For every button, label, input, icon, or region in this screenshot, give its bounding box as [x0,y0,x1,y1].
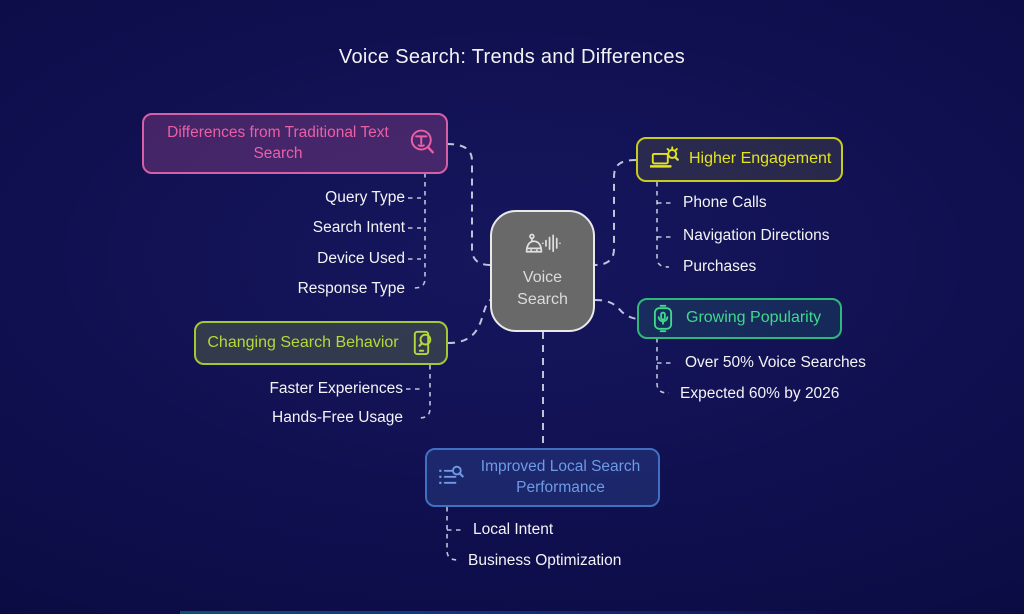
child-search-intent: Search Intent [312,219,405,236]
topic-higher-engagement[interactable]: Higher Engagement [636,137,843,182]
topic-improved-local-search[interactable]: Improved Local Search Performance [425,448,660,507]
topic-label: Higher Engagement [689,150,832,168]
voice-assistant-icon [525,233,561,253]
bottom-accent-bar [180,611,840,614]
child-faster-experiences: Faster Experiences [269,380,403,397]
child-purchases: Purchases [683,258,757,275]
center-node-label: Voice Search [517,268,568,308]
voice-device-icon [653,304,673,333]
topic-growing-popularity[interactable]: Growing Popularity [637,298,842,339]
child-phone-calls: Phone Calls [683,194,767,211]
page-title: Voice Search: Trends and Differences [338,46,686,68]
topic-label: Changing Search Behavior [207,333,399,351]
list-search-icon [438,465,464,484]
child-device-used: Device Used [317,250,405,267]
topic-changing-search-behavior[interactable]: Changing Search Behavior [194,321,448,365]
topic-label: Growing Popularity [686,309,822,327]
topic-label: Differences from Traditional Text Search [167,124,389,162]
mobile-search-icon [413,330,431,355]
child-hands-free-usage: Hands-Free Usage [272,409,403,426]
child-query-type: Query Type [325,189,405,206]
child-expected-60-by-2026: Expected 60% by 2026 [680,385,840,402]
child-navigation-directions: Navigation Directions [683,227,830,244]
center-node-voice-search[interactable]: Voice Search [490,210,595,332]
child-local-intent: Local Intent [473,521,554,538]
child-response-type: Response Type [297,280,405,297]
topic-differences-from-text-search[interactable]: Differences from Traditional Text Search [142,113,448,174]
laptop-search-icon [650,146,679,168]
topic-label: Improved Local Search Performance [480,458,641,496]
child-over-50-voice-searches: Over 50% Voice Searches [685,354,866,371]
text-search-magnifier-icon [410,129,434,154]
child-business-optimization: Business Optimization [468,552,622,569]
